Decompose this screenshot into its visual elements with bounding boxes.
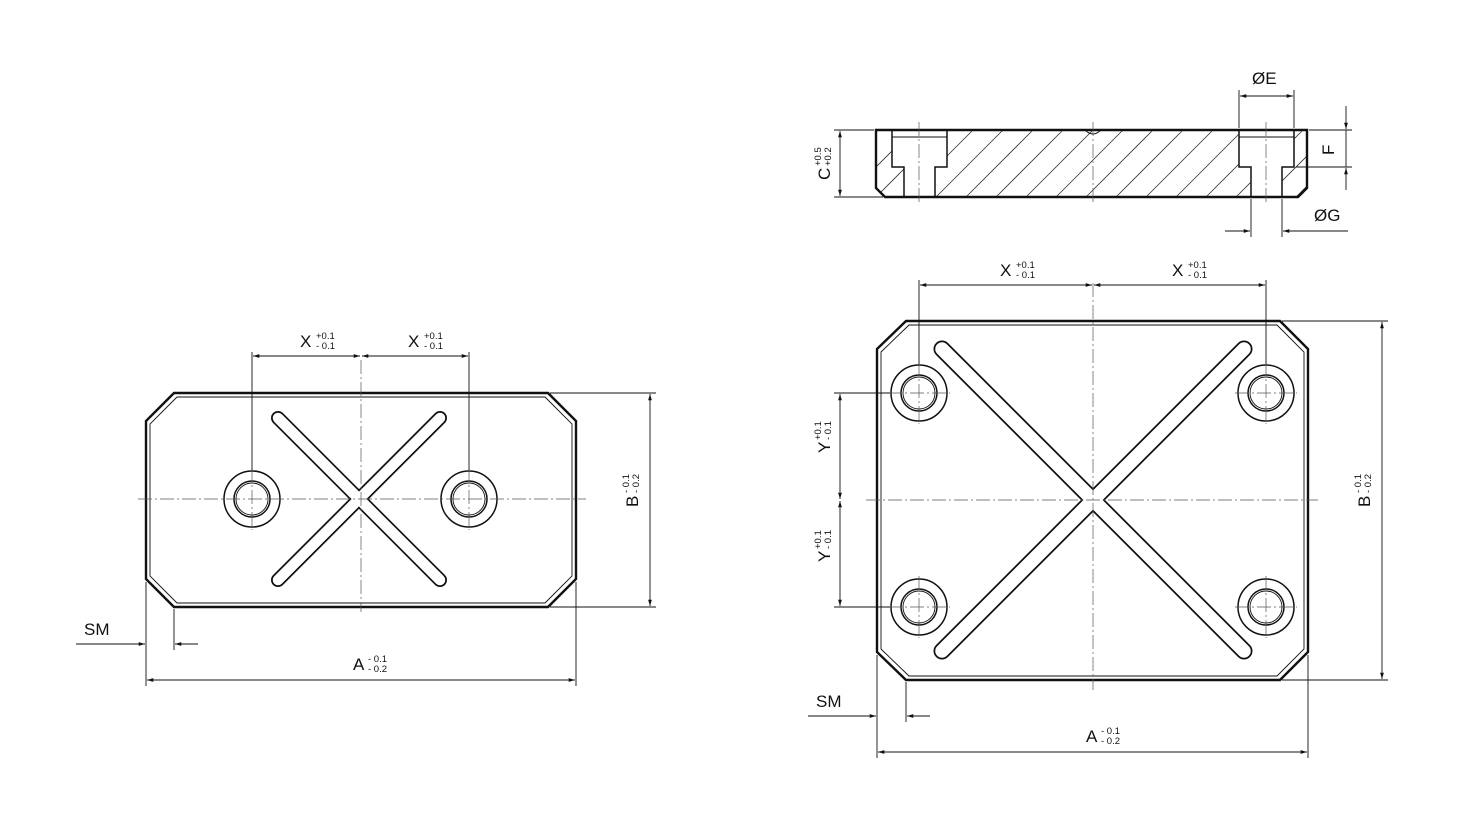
svg-text:+0.1: +0.1 [424,331,443,342]
svg-text:- 0.1: - 0.1 [1353,474,1364,493]
left-dim-x1-letter: X [300,332,311,351]
svg-text:+0.1: +0.1 [1016,260,1035,271]
right-dim-y2-letter: Y [815,551,834,562]
left-plate-outline [144,391,578,609]
left-dim-a-letter: A [353,655,365,674]
svg-text:- 0.1: - 0.1 [1016,270,1035,281]
svg-text:- 0.2: - 0.2 [631,474,642,493]
svg-text:- 0.2: - 0.2 [1101,736,1120,747]
section-dim-c-letter: C [815,168,834,180]
right-dim-b-letter: B [1355,496,1374,507]
left-plate-chamfer-inner [149,396,573,604]
svg-text:- 0.2: - 0.2 [1363,474,1374,493]
right-plate-chamfer-inner [880,324,1305,677]
right-plate-outline [875,319,1310,682]
section-outline [874,128,1309,199]
left-dim-sm: SM [84,620,110,639]
right-dim-y1-letter: Y [815,442,834,453]
left-dim-x2-letter: X [408,332,419,351]
svg-text:- 0.1: - 0.1 [621,474,632,493]
svg-text:+0.1: +0.1 [1188,260,1207,271]
section-counterbore-right [1238,130,1295,197]
svg-text:+0.1: +0.1 [813,421,824,440]
svg-text:- 0.1: - 0.1 [316,341,335,352]
svg-text:- 0.1: - 0.1 [823,530,834,549]
section-dim-f: F [1319,145,1338,155]
svg-text:+0.1: +0.1 [316,331,335,342]
svg-text:+0.2: +0.2 [823,147,834,166]
section-counterbore-left [891,130,948,197]
svg-text:- 0.1: - 0.1 [368,654,387,665]
right-dim-x2-letter: X [1172,261,1183,280]
svg-text:+0.5: +0.5 [813,147,824,166]
section-hatching [876,130,1307,197]
left-plate-view: X +0.1 - 0.1 X +0.1 - 0.1 B - 0.1 - 0.2 … [76,331,656,686]
section-dim-g: ØG [1314,206,1340,225]
svg-text:+0.1: +0.1 [813,530,824,549]
svg-text:- 0.1: - 0.1 [1101,726,1120,737]
right-plate-view: X +0.1 - 0.1 X +0.1 - 0.1 Y +0.1 - 0.1 Y… [808,260,1388,758]
section-dim-e: ØE [1252,69,1277,88]
section-view: ØE F ØG C +0.5 +0.2 [813,69,1352,237]
svg-text:- 0.1: - 0.1 [823,421,834,440]
svg-text:- 0.1: - 0.1 [424,341,443,352]
left-dim-b-letter: B [623,496,642,507]
svg-text:- 0.1: - 0.1 [1188,270,1207,281]
right-dim-x1-letter: X [1000,261,1011,280]
svg-text:- 0.2: - 0.2 [368,664,387,675]
right-dim-a-letter: A [1086,727,1098,746]
right-dim-sm: SM [816,692,842,711]
